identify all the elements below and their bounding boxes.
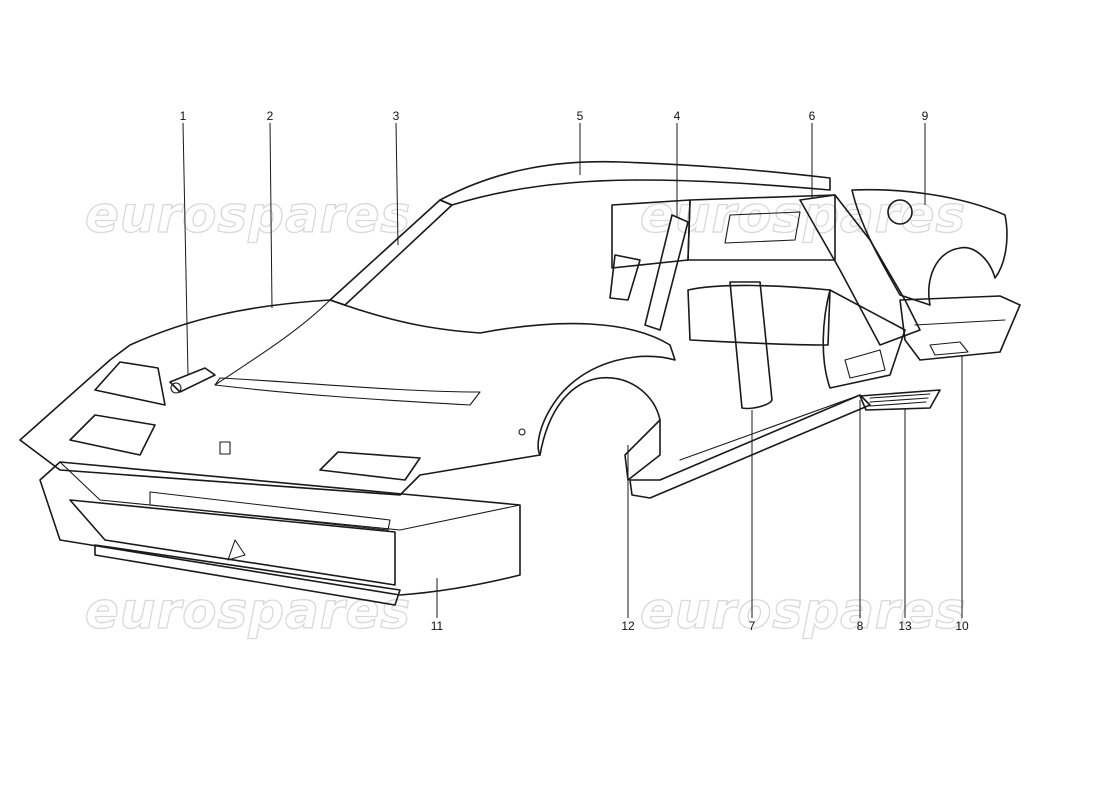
callout-labels: 1 2 3 4 5 6 7 8 9 10 11 12 13 — [180, 109, 969, 633]
callout-9: 9 — [922, 109, 929, 123]
callout-6: 6 — [809, 109, 816, 123]
watermarks: eurospares eurospares eurospares eurospa… — [84, 185, 966, 640]
callout-2: 2 — [267, 109, 274, 123]
callout-4: 4 — [674, 109, 681, 123]
callout-7: 7 — [749, 619, 756, 633]
door-inner-panels — [687, 194, 921, 410]
callout-13: 13 — [898, 619, 912, 633]
leader-3 — [395, 122, 399, 246]
callout-8: 8 — [857, 619, 864, 633]
roof-and-pillars — [329, 160, 836, 331]
callout-1: 1 — [180, 109, 187, 123]
front-body-shell — [19, 299, 676, 496]
callout-12: 12 — [621, 619, 635, 633]
callout-3: 3 — [393, 109, 400, 123]
rear-quarter-and-bumper — [851, 188, 1021, 361]
watermark-text: eurospares — [85, 186, 411, 244]
watermark-text: eurospares — [85, 582, 411, 640]
front-bumper — [39, 461, 521, 606]
callout-10: 10 — [955, 619, 969, 633]
sill-panels — [624, 389, 941, 499]
callout-5: 5 — [577, 109, 584, 123]
leader-lines — [182, 122, 963, 618]
watermark-text: eurospares — [640, 582, 966, 640]
callout-11: 11 — [431, 619, 444, 633]
leader-2 — [269, 122, 273, 309]
leader-1 — [182, 122, 189, 376]
